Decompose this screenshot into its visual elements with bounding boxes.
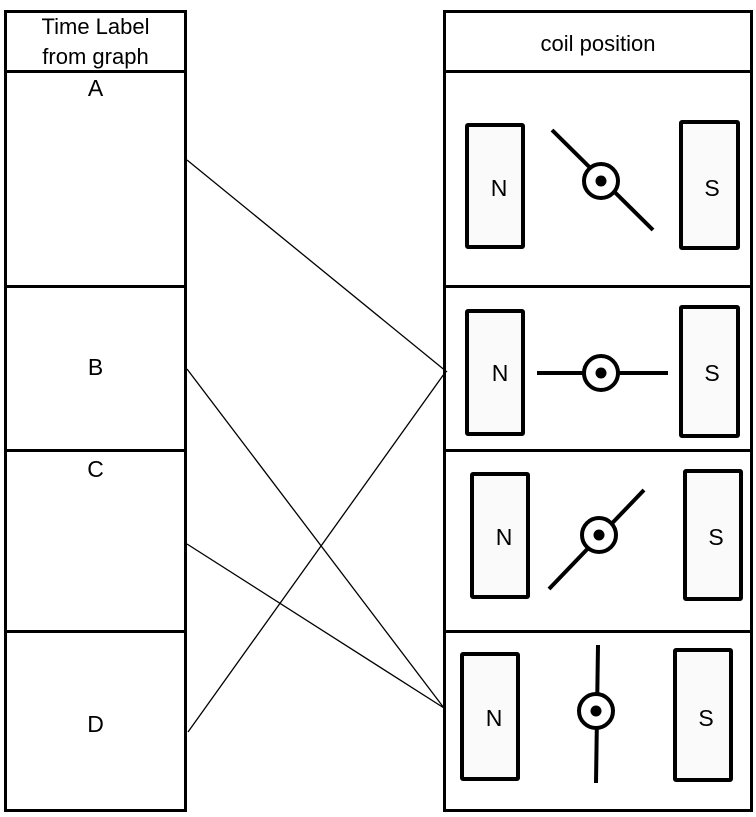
coil-diagram-4: N S: [460, 644, 733, 784]
south-pole-label: S: [704, 175, 719, 201]
time-row-c: C: [7, 449, 184, 632]
connector-a-to-row-2: [186, 159, 448, 373]
time-label-header: Time Label from graph: [7, 13, 184, 72]
south-pole-label: S: [698, 705, 713, 731]
south-magnet: [683, 469, 743, 601]
coil-axis-dot-icon: [593, 529, 605, 541]
time-label-header-line-2: from graph: [42, 44, 149, 69]
connector-b-to-row-4: [186, 368, 445, 709]
north-magnet: [465, 123, 525, 249]
north-pole-label: N: [496, 524, 513, 550]
time-row-d: D: [7, 630, 184, 812]
north-pole-label: N: [491, 175, 508, 201]
connector-c-to-row-4: [186, 543, 445, 709]
north-magnet: [470, 472, 530, 599]
time-label-header-line-1: Time Label: [41, 14, 150, 39]
coil-position-header: coil position: [446, 13, 750, 72]
south-magnet: [673, 648, 733, 782]
north-magnet: [460, 652, 520, 781]
coil-position-header-text: coil position: [540, 31, 656, 56]
coil-position-table: coil position: [443, 10, 753, 812]
coil-row-2: [446, 285, 750, 451]
time-label-table: Time Label from graph A B C D: [4, 10, 187, 812]
coil-axis-dot-icon: [590, 705, 602, 717]
coil-row-1: [446, 70, 750, 287]
coil-diagram-1: N S: [465, 120, 740, 250]
south-pole-label: S: [708, 524, 723, 550]
south-magnet: [679, 305, 740, 438]
time-label-a: A: [87, 75, 104, 101]
coil-diagram-3: N S: [470, 469, 743, 601]
coil-diagram-2: N S: [465, 305, 740, 438]
coil-row-4: [446, 630, 750, 812]
time-label-d: D: [87, 711, 104, 737]
time-row-b: B: [7, 285, 184, 451]
time-label-c: C: [87, 456, 104, 482]
north-magnet: [465, 309, 525, 436]
north-pole-label: N: [486, 705, 503, 731]
south-pole-label: S: [704, 360, 719, 386]
connector-d-to-row-2: [187, 373, 445, 733]
north-pole-label: N: [492, 360, 509, 386]
time-label-b: B: [87, 354, 104, 380]
coil-axis-dot-icon: [595, 175, 607, 187]
time-row-a: A: [7, 70, 184, 287]
south-magnet: [679, 120, 740, 250]
coil-row-3: [446, 449, 750, 632]
coil-axis-dot-icon: [595, 367, 607, 379]
